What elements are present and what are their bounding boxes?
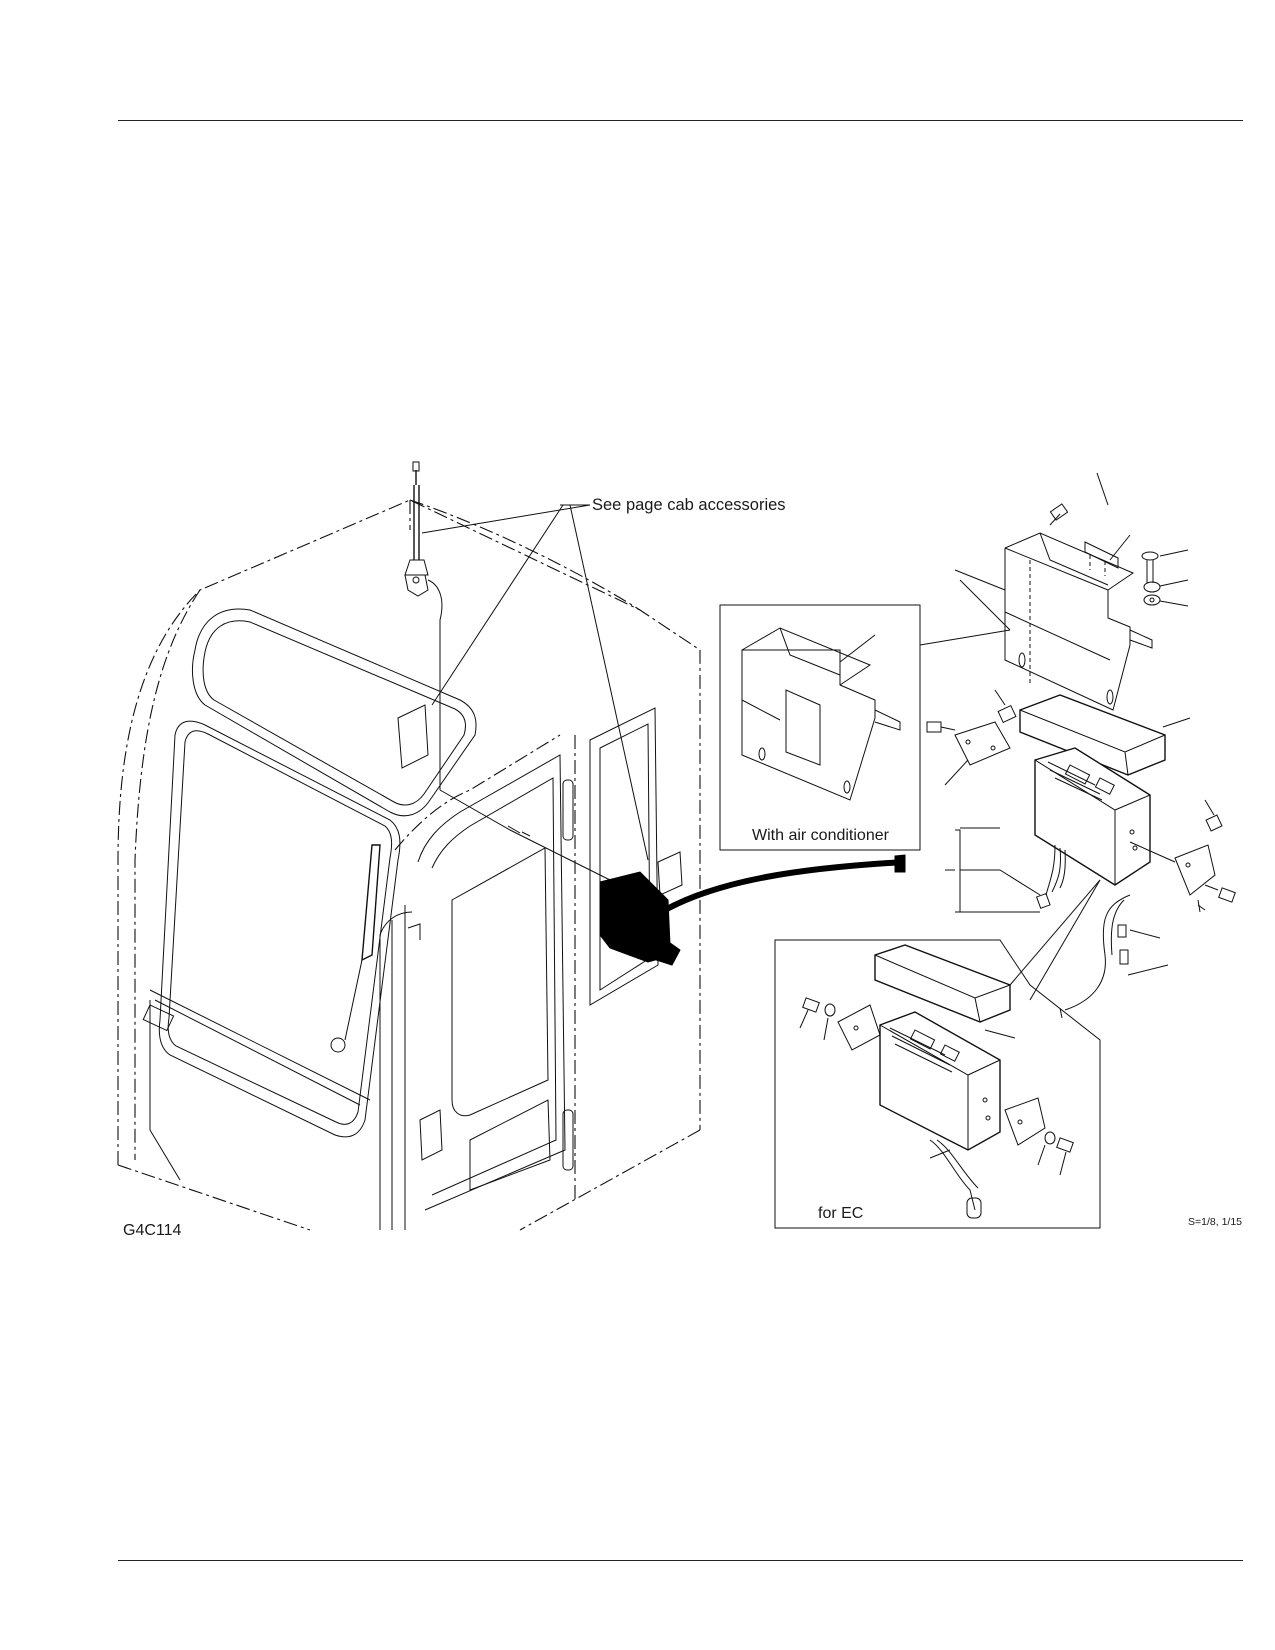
scale-note: S=1/8, 1/15 <box>1188 1216 1242 1228</box>
inset-for-ec: for EC <box>774 939 1101 1229</box>
inset-air-conditioner: With air conditioner <box>719 579 1011 851</box>
air-conditioner-caption: With air conditioner <box>752 827 890 844</box>
figure-code: G4C114 <box>123 1222 182 1239</box>
ec-caption: for EC <box>818 1205 863 1222</box>
antenna-cable <box>404 461 621 886</box>
footer-rule <box>118 1560 1243 1561</box>
radio-location-block <box>599 854 906 966</box>
exploded-bracket <box>954 472 1189 711</box>
cab-accessories-callout: See page cab accessories <box>421 496 786 861</box>
exploded-radio-unit <box>926 689 1236 1019</box>
cab-accessories-label: See page cab accessories <box>592 496 786 514</box>
cab-outline <box>117 499 701 1231</box>
header-rule <box>118 120 1243 121</box>
